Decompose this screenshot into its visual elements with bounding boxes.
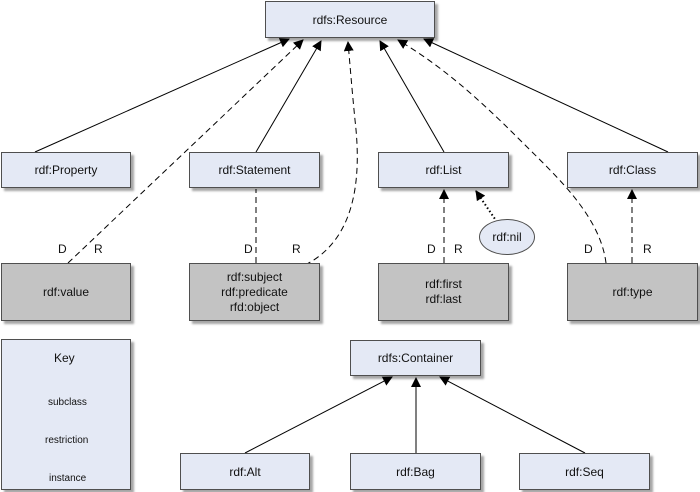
label-range-list: R bbox=[454, 242, 463, 256]
node-rdf-bag[interactable]: rdf:Bag bbox=[350, 453, 481, 490]
node-rdf-value-label: rdf:value bbox=[42, 285, 90, 299]
label-domain-list: D bbox=[427, 242, 436, 256]
edge-nil-instance bbox=[475, 190, 498, 223]
node-rdf-statement[interactable]: rdf:Statement bbox=[189, 152, 320, 188]
node-rfd-object-label: rfd:object bbox=[229, 299, 280, 314]
node-statement-properties[interactable]: rdf:subject rdf:predicate rfd:object bbox=[189, 263, 320, 321]
key-subclass-label: subclass bbox=[48, 397, 87, 408]
node-rdf-class-label: rdf:Class bbox=[608, 163, 657, 177]
node-list-properties[interactable]: rdf:first rdf:last bbox=[378, 263, 509, 321]
edge-list-resource bbox=[379, 40, 445, 153]
node-rdf-nil[interactable]: rdf:nil bbox=[479, 219, 535, 255]
node-rdfs-container-label: rdfs:Container bbox=[377, 351, 454, 365]
label-range-statement: R bbox=[292, 242, 301, 256]
label-domain-value: D bbox=[58, 242, 67, 256]
node-rdfs-container[interactable]: rdfs:Container bbox=[350, 340, 481, 376]
label-range-type: R bbox=[643, 242, 652, 256]
key-legend bbox=[1, 339, 131, 490]
node-rdf-first-label: rdf:first bbox=[425, 277, 462, 291]
node-rdfs-resource-label: rdfs:Resource bbox=[312, 12, 388, 27]
node-rdf-alt-label: rdf:Alt bbox=[229, 464, 261, 479]
node-rdf-seq[interactable]: rdf:Seq bbox=[519, 453, 650, 490]
node-rdf-list-label: rdf:List bbox=[425, 163, 462, 177]
edge-statement-resource bbox=[255, 40, 322, 153]
node-rdf-seq-label: rdf:Seq bbox=[565, 464, 604, 479]
edge-statement-props-range bbox=[304, 41, 358, 266]
node-rdf-type-label: rdf:type bbox=[612, 285, 653, 299]
label-domain-type: D bbox=[584, 242, 593, 256]
node-rdf-last-label: rdf:last bbox=[425, 292, 462, 306]
edge-type-range bbox=[397, 39, 607, 264]
node-rdf-type[interactable]: rdf:type bbox=[567, 263, 698, 321]
key-title: Key bbox=[54, 351, 75, 365]
edge-value-range bbox=[67, 39, 304, 264]
node-rdf-property[interactable]: rdf:Property bbox=[1, 152, 131, 188]
edge-seq-container bbox=[439, 376, 586, 454]
node-rdf-class[interactable]: rdf:Class bbox=[567, 152, 698, 188]
edge-alt-container bbox=[244, 376, 393, 454]
node-rdf-list[interactable]: rdf:List bbox=[378, 152, 509, 188]
label-range-value: R bbox=[94, 242, 103, 256]
node-rdf-bag-label: rdf:Bag bbox=[396, 464, 435, 479]
edge-property-resource bbox=[34, 38, 290, 153]
node-rdf-alt[interactable]: rdf:Alt bbox=[180, 453, 310, 490]
node-rdf-property-label: rdf:Property bbox=[34, 163, 98, 177]
node-rdf-subject-label: rdf:subject bbox=[226, 269, 283, 284]
node-rdf-nil-label: rdf:nil bbox=[492, 230, 522, 244]
node-rdfs-resource[interactable]: rdfs:Resource bbox=[265, 1, 435, 38]
edge-class-resource bbox=[423, 38, 669, 153]
key-instance-label: instance bbox=[49, 473, 87, 484]
node-rdf-predicate-label: rdf:predicate bbox=[221, 284, 288, 299]
key-restriction-label: restriction bbox=[45, 435, 89, 446]
node-rdf-statement-label: rdf:Statement bbox=[218, 163, 291, 177]
node-rdf-value[interactable]: rdf:value bbox=[1, 263, 131, 321]
label-domain-statement: D bbox=[244, 242, 253, 256]
